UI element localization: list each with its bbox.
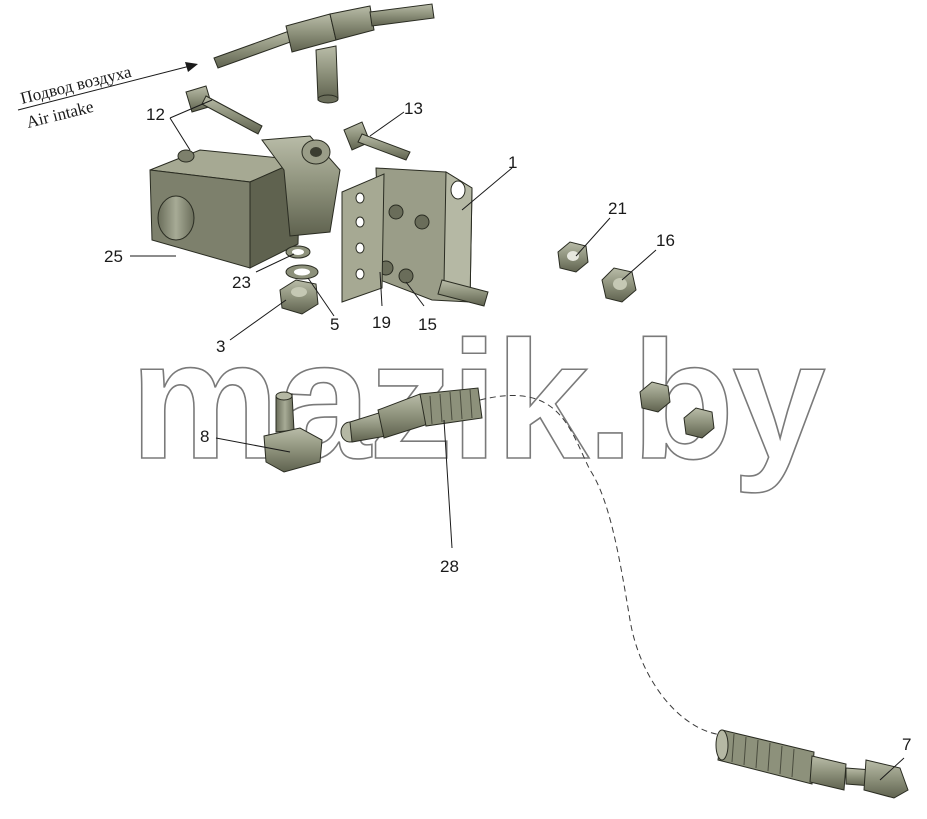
callout-25: 25 [104,247,123,266]
bracket-1 [375,167,489,307]
bolt-13 [343,121,411,161]
nut-3 [279,279,319,315]
callout-12: 12 [146,105,165,124]
plate-19 [341,173,385,303]
callout-16: 16 [656,231,675,250]
hose-line [479,394,723,736]
callout-13: 13 [404,99,423,118]
callout-3: 3 [216,337,225,356]
callout-15: 15 [418,315,437,334]
callout-19: 19 [372,313,391,332]
callout-8: 8 [200,427,209,446]
callout-28: 28 [440,557,459,576]
bolt-12 [185,85,263,135]
callouts: 1 3 5 7 8 12 13 15 16 19 21 23 25 28 [104,99,911,754]
angle-fitting-8 [263,391,323,473]
nut-16 [601,267,637,303]
hose-fitting-7 [715,729,909,799]
leader-lines [130,99,905,781]
callout-21: 21 [608,199,627,218]
callout-23: 23 [232,273,251,292]
nut-21 [557,241,589,273]
callout-1: 1 [508,153,517,172]
callout-5: 5 [330,315,339,334]
hose-fitting-28 [340,387,483,443]
air-intake-label: Подвод воздуха Air intake [17,62,198,132]
washer-5 [285,264,319,280]
callout-7: 7 [902,735,911,754]
nut-small-a [639,381,671,413]
solenoid-valve-25 [149,135,341,269]
tee-fitting [213,3,435,104]
nut-small-b [683,407,715,439]
